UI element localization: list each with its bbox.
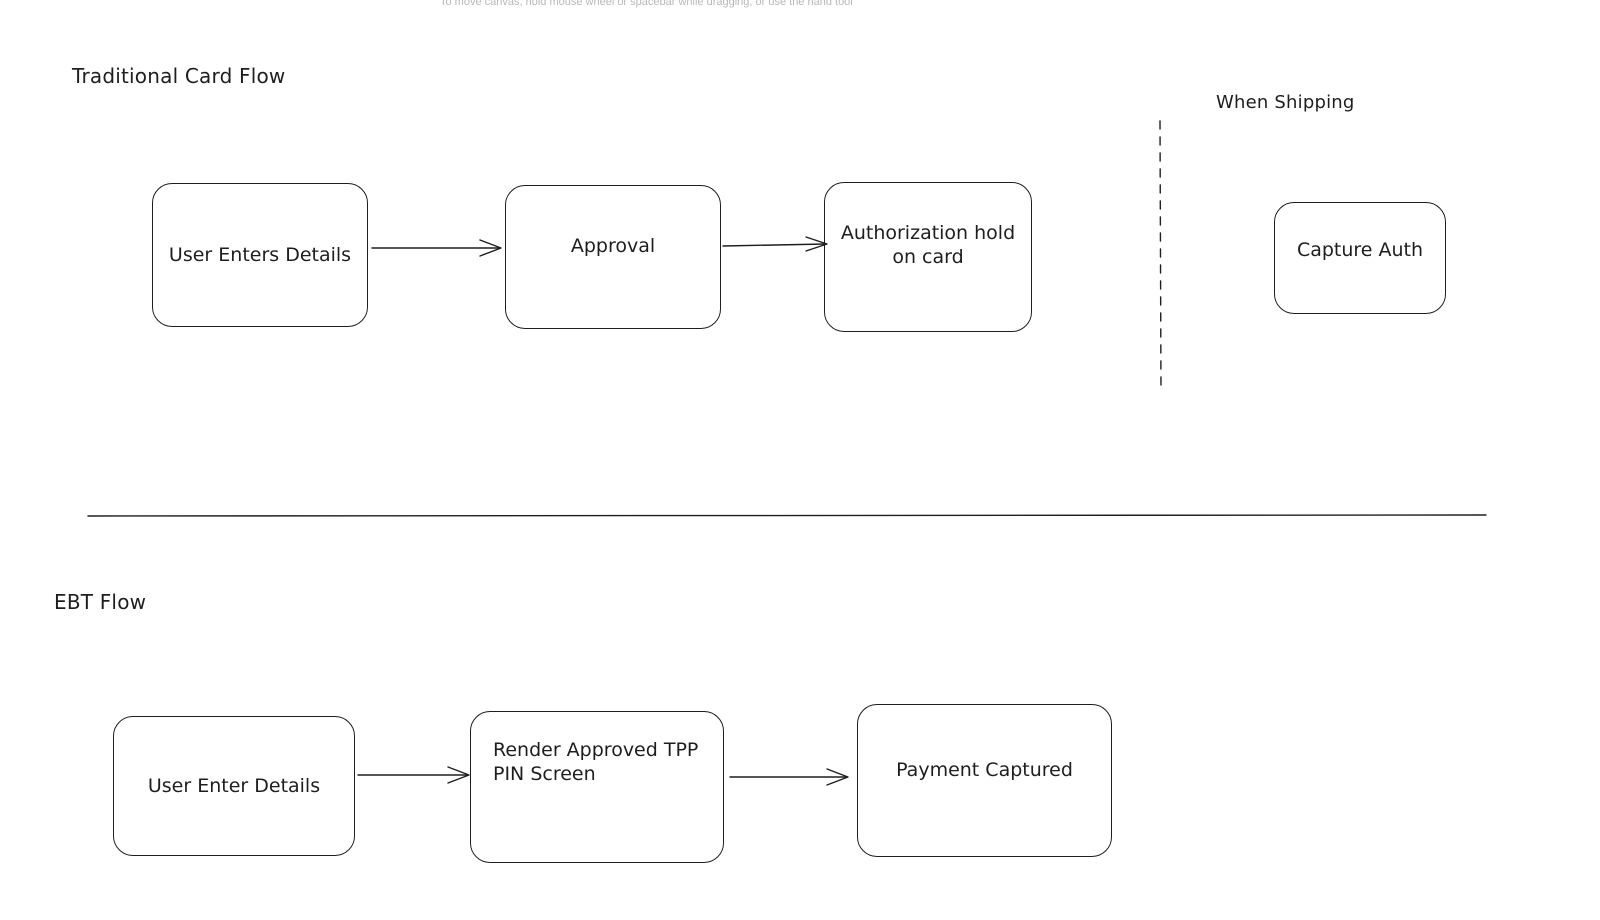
node-user-enter-details[interactable]: User Enter Details	[113, 716, 355, 856]
shipping-divider[interactable]	[1159, 120, 1162, 393]
traditional-flow-title[interactable]: Traditional Card Flow	[72, 64, 286, 88]
node-payment-captured[interactable]: Payment Captured	[857, 704, 1112, 857]
node-capture-auth[interactable]: Capture Auth	[1274, 202, 1446, 314]
node-capture-auth-label: Capture Auth	[1296, 239, 1424, 261]
ebt-flow-title[interactable]: EBT Flow	[54, 590, 147, 614]
node-user-enter-details-label: User Enter Details	[147, 775, 321, 797]
section-divider[interactable]	[87, 514, 1487, 517]
node-user-enters-details[interactable]: User Enters Details	[152, 183, 368, 327]
node-authorization-hold[interactable]: Authorization hold on card	[824, 182, 1032, 332]
node-payment-captured-label: Payment Captured	[896, 759, 1073, 781]
node-render-pin-screen-label: Render Approved TPP PIN Screen	[493, 739, 699, 785]
arrowhead-pin-to-payment	[826, 768, 849, 786]
node-authorization-hold-label: Authorization hold on card	[840, 222, 1016, 268]
node-render-pin-screen[interactable]: Render Approved TPP PIN Screen	[470, 711, 724, 863]
node-user-enters-details-label: User Enters Details	[168, 244, 352, 266]
node-approval-label: Approval	[570, 235, 656, 257]
arrowhead-ebt-details-to-pin	[447, 766, 470, 784]
when-shipping-title[interactable]: When Shipping	[1216, 92, 1355, 113]
canvas-hint: To move canvas, hold mouse wheel or spac…	[440, 0, 853, 8]
arrowhead-details-to-approval	[479, 239, 502, 257]
node-approval[interactable]: Approval	[505, 185, 721, 329]
arrow-approval-to-authorization[interactable]	[722, 243, 827, 247]
